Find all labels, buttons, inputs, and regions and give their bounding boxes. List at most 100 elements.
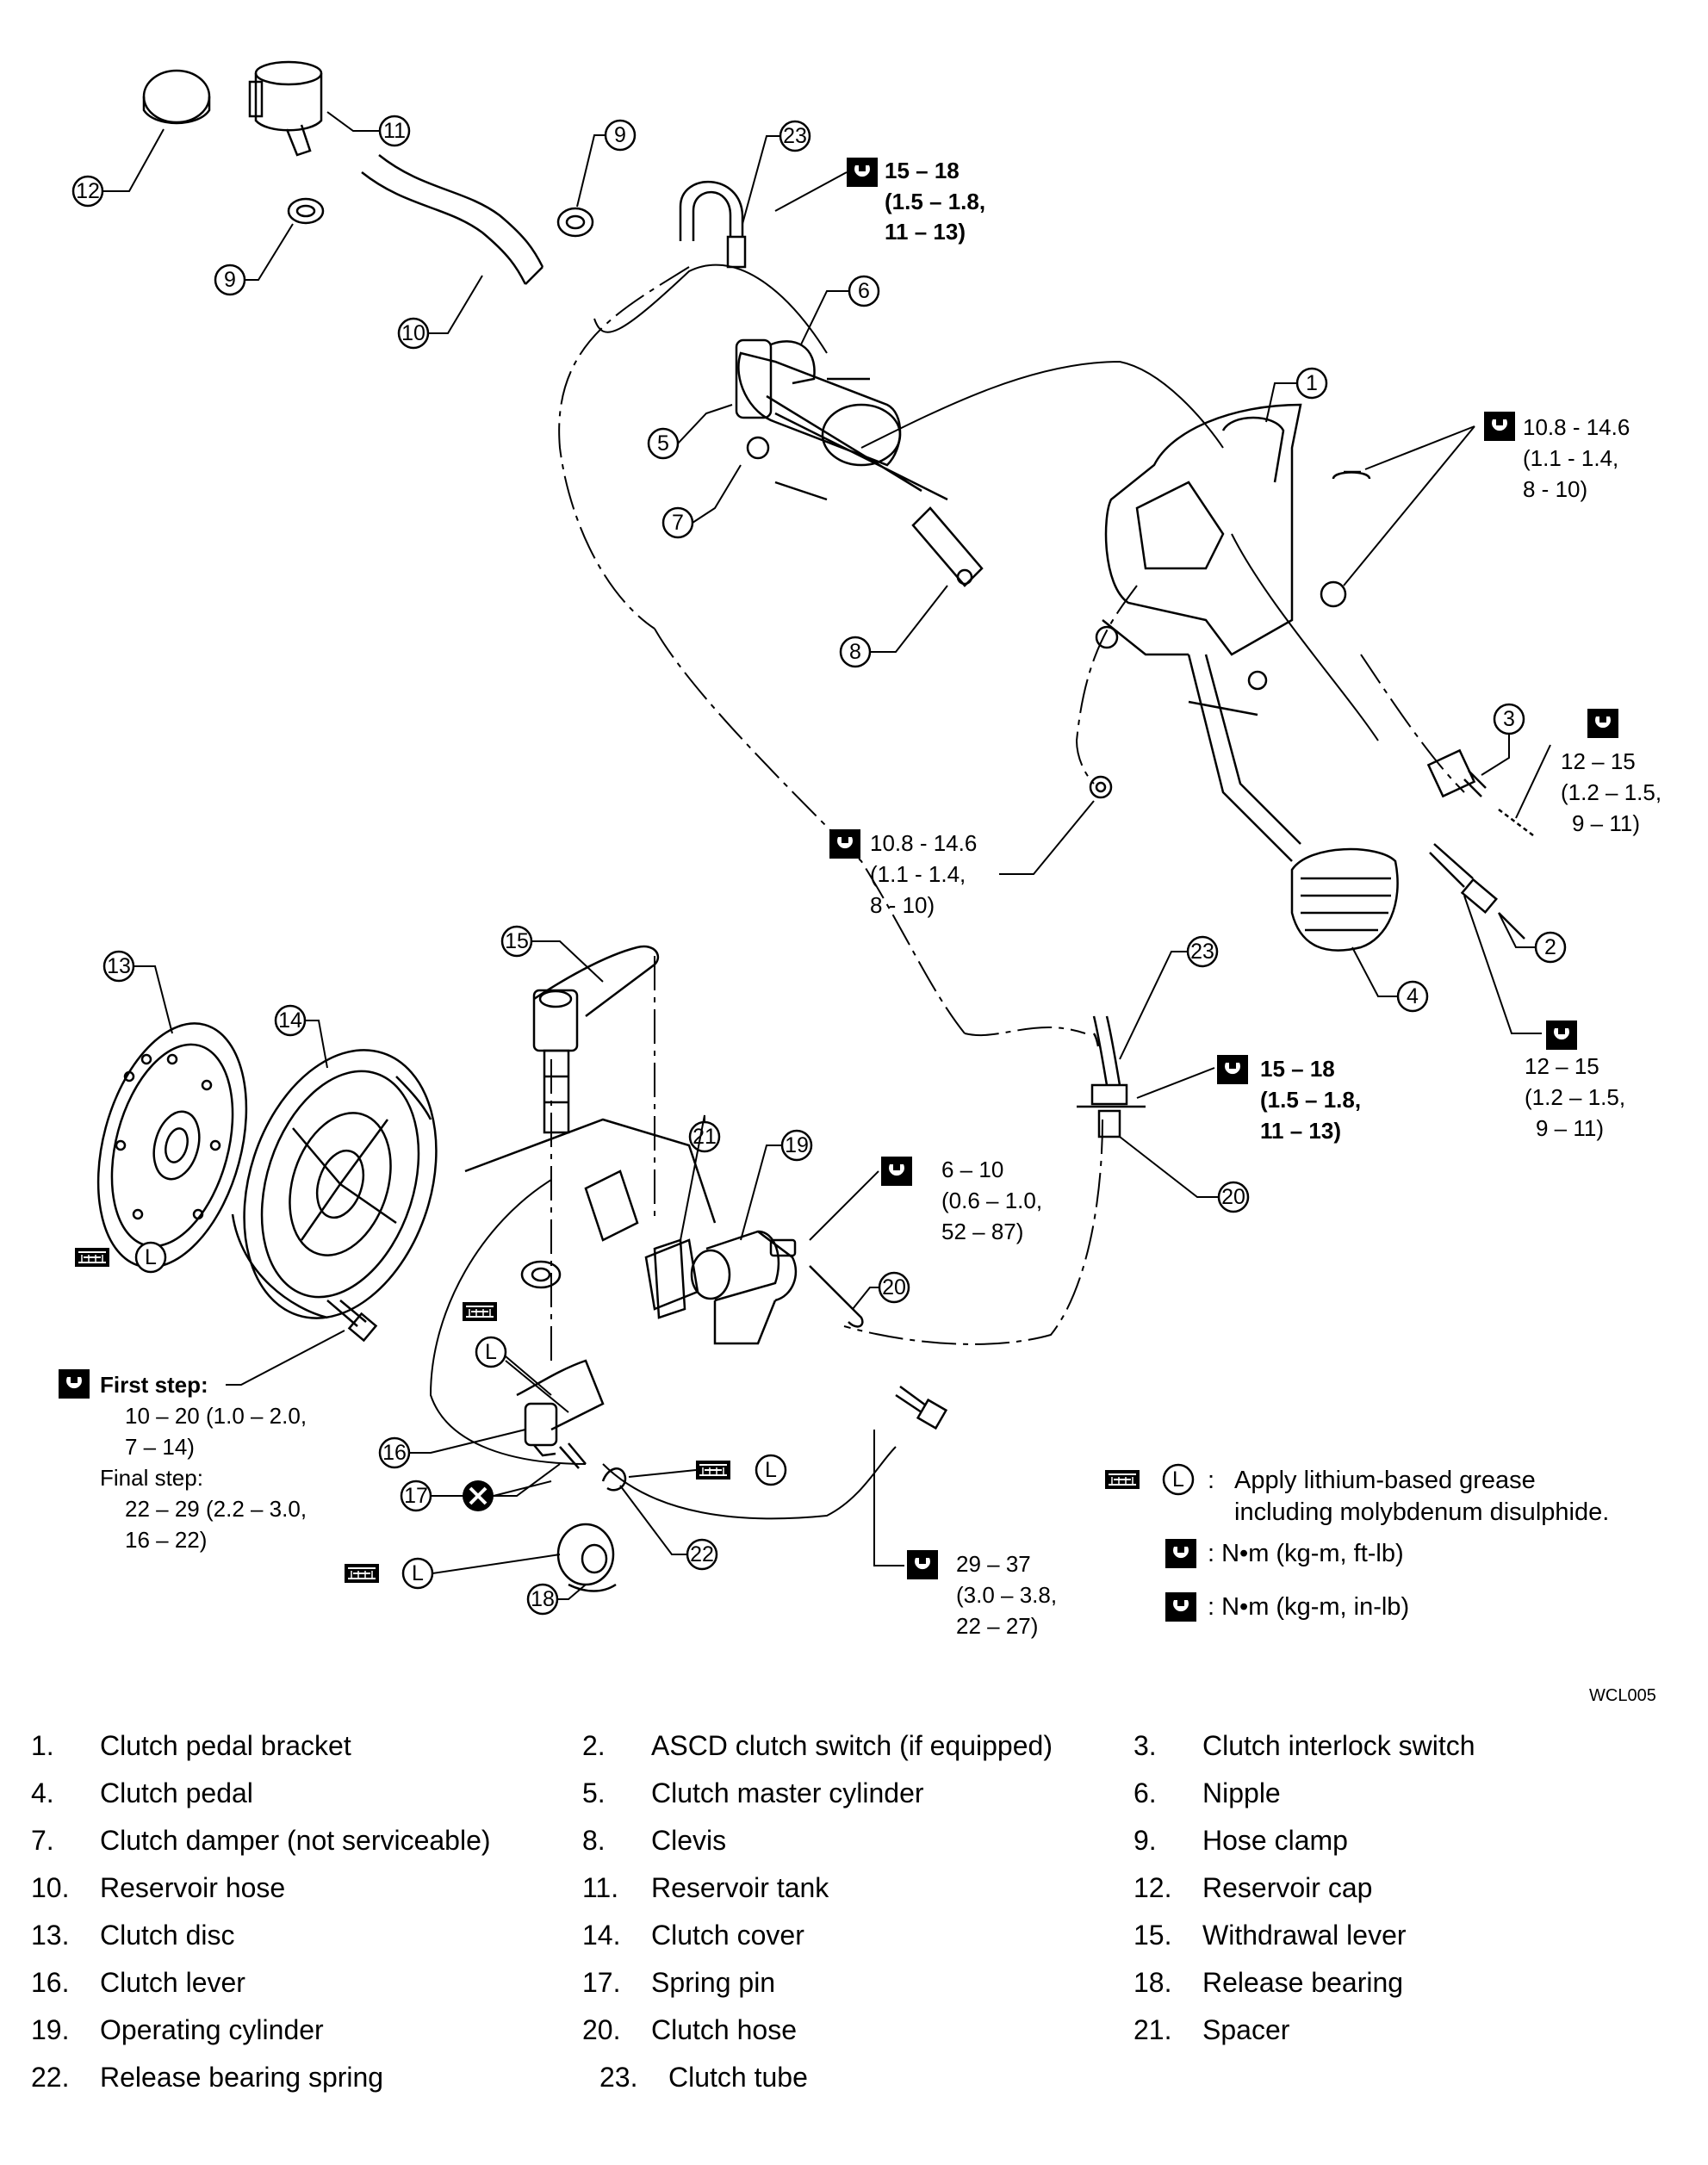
- legend: L : Apply lithium-based grease including…: [1104, 1463, 1609, 1622]
- torque-value: (1.5 – 1.8,: [885, 189, 985, 214]
- callout-label: 9: [614, 123, 626, 147]
- torque-value: (1.1 - 1.4,: [870, 861, 966, 887]
- torque-value: (1.2 – 1.5,: [1525, 1084, 1625, 1110]
- part-item: 22.Release bearing spring: [31, 2062, 599, 2094]
- part-name: Clevis: [651, 1825, 727, 1856]
- part-number: 14.: [582, 1920, 621, 1951]
- part-item: 17.Spring pin: [582, 1967, 1133, 1999]
- torque-value: 15 – 18: [885, 158, 960, 183]
- torque-value: 10.8 - 14.6: [870, 830, 977, 856]
- part-item: 1.Clutch pedal bracket: [31, 1730, 582, 1762]
- part-name: Release bearing: [1202, 1967, 1404, 1998]
- clutch-tube-lower-part: [1077, 1015, 1146, 1138]
- part-item: 11.Reservoir tank: [582, 1872, 1133, 1904]
- torque-value: 10 – 20 (1.0 – 2.0,: [125, 1403, 307, 1429]
- grease-letter: L: [145, 1245, 157, 1269]
- part-item: 7.Clutch damper (not serviceable): [31, 1825, 582, 1857]
- torque-value: (1.1 - 1.4,: [1523, 445, 1618, 471]
- torque-wrench-icon: [907, 1550, 938, 1579]
- clutch-tube-upper-part: [679, 180, 747, 269]
- spacer-part: [653, 1238, 686, 1319]
- callout-label: 12: [76, 179, 100, 203]
- torque-value: 16 – 22): [125, 1527, 207, 1553]
- part-name: Operating cylinder: [100, 2014, 324, 2045]
- part-number: 10.: [31, 1872, 70, 1903]
- part-name: Clutch master cylinder: [651, 1777, 924, 1808]
- legend-ftlb: : N•m (kg-m, ft-lb): [1208, 1540, 1404, 1567]
- grease-icon: [695, 1460, 731, 1480]
- do-not-reuse-icon: [463, 1480, 552, 1511]
- reservoir-cap-part: [142, 69, 211, 125]
- grease-marker-spring: L: [628, 1454, 787, 1486]
- torque-spec-23-top: 15 – 18 (1.5 – 1.8, 11 – 13): [774, 158, 985, 245]
- hose-clamp-lower-part: [287, 197, 325, 225]
- parts-row: 7.Clutch damper (not serviceable)8.Clevi…: [31, 1817, 1685, 1864]
- clutch-pedal-part: [1187, 654, 1399, 952]
- part-number: 20.: [582, 2014, 621, 2045]
- withdrawal-lever-part: [532, 945, 660, 1134]
- part-item: 23.Clutch tube: [599, 2062, 1168, 2094]
- torque-value: 22 – 27): [956, 1613, 1038, 1639]
- part-name: Clutch tube: [668, 2062, 808, 2093]
- hydraulic-routing-lines: [429, 264, 1465, 1520]
- part-item: 16.Clutch lever: [31, 1967, 582, 1999]
- cylinder-bolt-part: [895, 1385, 948, 1430]
- callout-label: 10: [401, 321, 425, 345]
- torque-wrench-icon: [1484, 412, 1515, 441]
- callout-label: 6: [858, 279, 870, 303]
- callout-label: 3: [1503, 707, 1515, 731]
- part-item: 4.Clutch pedal: [31, 1777, 582, 1809]
- part-number: 16.: [31, 1967, 70, 1998]
- torque-wrench-icon: [1546, 1020, 1577, 1050]
- part-item: 9.Hose clamp: [1133, 1825, 1685, 1857]
- torque-wrench-icon: [829, 829, 860, 859]
- part-item: 19.Operating cylinder: [31, 2014, 582, 2046]
- part-name: Nipple: [1202, 1777, 1281, 1808]
- torque-value: (1.5 – 1.8,: [1260, 1087, 1361, 1113]
- callout-label: 7: [672, 511, 684, 535]
- part-number: 15.: [1133, 1920, 1172, 1951]
- clutch-disc-part: [96, 1022, 248, 1269]
- part-item: 21.Spacer: [1133, 2014, 1685, 2046]
- clutch-interlock-switch-part: [1426, 748, 1534, 836]
- part-item: 8.Clevis: [582, 1825, 1133, 1857]
- legend-inlb: : N•m (kg-m, in-lb): [1208, 1593, 1409, 1621]
- part-name: Withdrawal lever: [1202, 1920, 1407, 1951]
- part-item: 15. Withdrawal lever: [1133, 1920, 1685, 1951]
- callout-label: 18: [531, 1587, 555, 1611]
- part-item: 2.ASCD clutch switch (if equipped): [582, 1730, 1133, 1762]
- torque-value: (0.6 – 1.0,: [941, 1188, 1042, 1213]
- hose-clamp-upper-part: [556, 207, 594, 238]
- callout-label: 9: [224, 268, 236, 292]
- callout-label: 20: [882, 1275, 906, 1300]
- part-number: 4.: [31, 1777, 54, 1808]
- callout-markers: [71, 115, 1567, 1616]
- part-item: 12.Reservoir cap: [1133, 1872, 1685, 1904]
- grease-icon: [74, 1247, 110, 1268]
- torque-wrench-icon: [1587, 709, 1618, 738]
- grease-icon: [344, 1563, 380, 1584]
- callout-label: 15: [505, 929, 529, 953]
- part-number: 18.: [1133, 1967, 1172, 1998]
- grease-letter: L: [485, 1340, 497, 1364]
- part-name: Reservoir hose: [100, 1872, 286, 1903]
- part-item: 5.Clutch master cylinder: [582, 1777, 1133, 1809]
- torque-spec-operating-cylinder: 6 – 10 (0.6 – 1.0, 52 – 87): [809, 1157, 1042, 1244]
- part-name: Spring pin: [651, 1967, 776, 1998]
- callout-label: 11: [383, 119, 406, 143]
- part-name: Clutch disc: [100, 1920, 235, 1951]
- part-item: 14.Clutch cover: [582, 1920, 1133, 1951]
- part-number: 12.: [1133, 1872, 1172, 1903]
- callout-label: 13: [107, 954, 131, 978]
- torque-spec-mid-nut: 10.8 - 14.6 (1.1 - 1.4, 8 - 10): [829, 800, 1095, 918]
- callout-label: 8: [849, 640, 861, 664]
- part-item: 6.Nipple: [1133, 1777, 1685, 1809]
- part-number: 22.: [31, 2062, 70, 2093]
- part-number: 9.: [1133, 1825, 1157, 1856]
